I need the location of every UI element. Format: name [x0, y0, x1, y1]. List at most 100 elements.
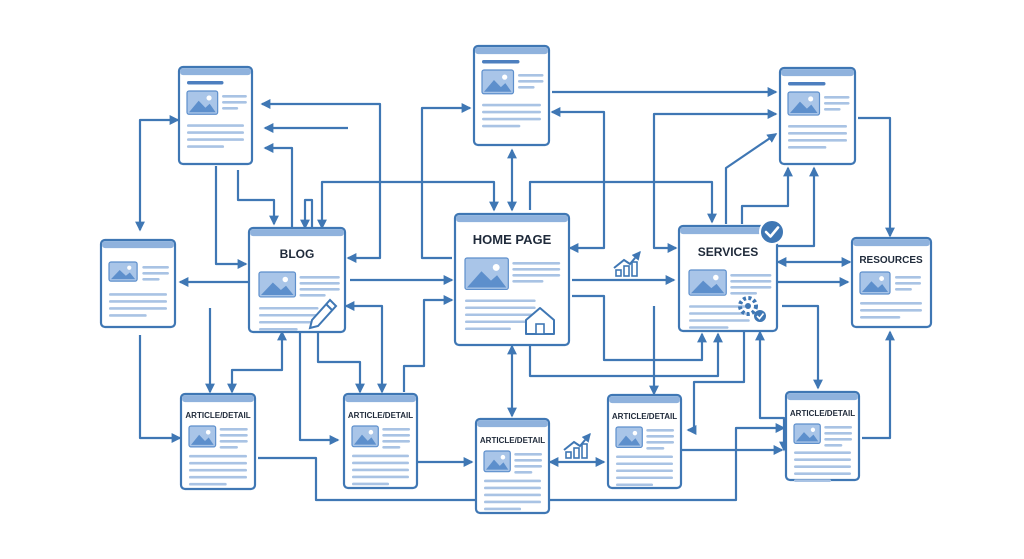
page-header-bar [609, 396, 680, 404]
text-line [616, 455, 673, 459]
title-bar [187, 81, 224, 85]
page-frame [179, 392, 257, 491]
resources-page[interactable]: RESOURCES [850, 236, 933, 329]
text-line [616, 462, 673, 466]
left-page[interactable] [99, 238, 177, 329]
page-label: SERVICES [698, 245, 758, 259]
text-line [512, 280, 544, 283]
text-line [788, 139, 847, 142]
text-line [465, 327, 511, 331]
text-line [514, 453, 543, 456]
page-nodes: BLOG HOME PAGE SERVICES RESOURCES ARTICLE/DE… [99, 44, 933, 515]
text-line [514, 465, 543, 468]
connector-arrow [317, 180, 499, 230]
text-line [895, 282, 921, 285]
article-detail-page-3[interactable]: ARTICLE/DETAIL [474, 417, 551, 515]
image-icon [787, 91, 821, 116]
page-header-bar [456, 215, 568, 223]
text-line [259, 313, 319, 317]
connector-arrow [686, 332, 746, 435]
text-line [646, 441, 675, 444]
text-line [860, 309, 922, 312]
page-header-bar [250, 229, 344, 237]
text-line [484, 500, 541, 504]
text-line [189, 475, 247, 479]
text-line [352, 468, 409, 472]
page-label: RESOURCES [859, 255, 923, 266]
text-line [482, 117, 541, 121]
text-line [465, 320, 536, 324]
page-label: ARTICLE/DETAIL [480, 436, 545, 445]
text-line [222, 95, 247, 98]
connector-arrow [782, 304, 823, 390]
text-line [382, 440, 411, 443]
article-detail-page-2[interactable]: ARTICLE/DETAIL [342, 392, 419, 490]
text-line [824, 432, 853, 435]
text-line [187, 138, 244, 141]
text-line [730, 274, 772, 277]
article-detail-page-4[interactable]: ARTICLE/DETAIL [606, 393, 683, 490]
page-header-bar [475, 47, 548, 55]
connector-arrow [420, 103, 472, 260]
connector-arrow [138, 335, 182, 443]
text-line [482, 110, 541, 114]
text-line [518, 80, 544, 83]
title-bar [788, 82, 826, 86]
text-line [465, 306, 536, 310]
title-bar [482, 60, 520, 64]
text-line [512, 274, 561, 277]
connector-arrow [227, 330, 287, 394]
text-line [219, 446, 238, 449]
text-line [259, 320, 319, 324]
text-line [730, 286, 772, 289]
connector-arrow [300, 198, 317, 252]
text-line [794, 472, 851, 475]
text-line [219, 434, 248, 437]
text-line [187, 124, 244, 127]
page-frame [99, 238, 177, 329]
text-line [730, 280, 772, 283]
text-line [189, 454, 247, 458]
page-header-bar [345, 395, 416, 403]
article-detail-page-1[interactable]: ARTICLE/DETAIL [179, 392, 257, 491]
text-line [352, 482, 390, 486]
top-left-page[interactable] [177, 65, 254, 166]
page-frame [474, 417, 551, 515]
connector-arrow [550, 107, 606, 253]
connector-arrow [740, 166, 793, 224]
text-line [484, 493, 541, 497]
page-label: ARTICLE/DETAIL [790, 409, 855, 418]
text-line [299, 282, 340, 285]
text-line [222, 107, 239, 110]
image-icon [859, 271, 891, 295]
text-line [187, 131, 244, 134]
blog-page[interactable]: BLOG [247, 226, 347, 334]
text-line [689, 305, 750, 308]
home-page[interactable]: HOME PAGE [453, 212, 571, 347]
article-detail-page-5[interactable]: ARTICLE/DETAIL [784, 390, 861, 482]
page-frame [342, 392, 419, 490]
gear-check-icon [738, 296, 766, 322]
services-page[interactable]: SERVICES [677, 219, 785, 333]
trend-chart-icon [563, 432, 591, 459]
text-line [616, 469, 673, 473]
text-line [824, 438, 853, 441]
text-line [484, 479, 541, 483]
text-line [109, 293, 167, 296]
top-center-page[interactable] [472, 44, 551, 147]
top-right-page[interactable] [778, 66, 857, 166]
connector-arrow [572, 294, 707, 362]
page-label: ARTICLE/DETAIL [348, 411, 413, 420]
text-line [465, 313, 536, 317]
connector-arrow [858, 116, 895, 238]
text-line [794, 451, 851, 454]
image-icon [793, 423, 821, 444]
image-icon [188, 425, 217, 448]
text-line [730, 292, 757, 295]
connector-arrows [135, 87, 895, 502]
page-header-bar [180, 68, 251, 76]
text-line [788, 125, 847, 128]
text-line [824, 444, 843, 447]
image-icon [258, 271, 297, 298]
